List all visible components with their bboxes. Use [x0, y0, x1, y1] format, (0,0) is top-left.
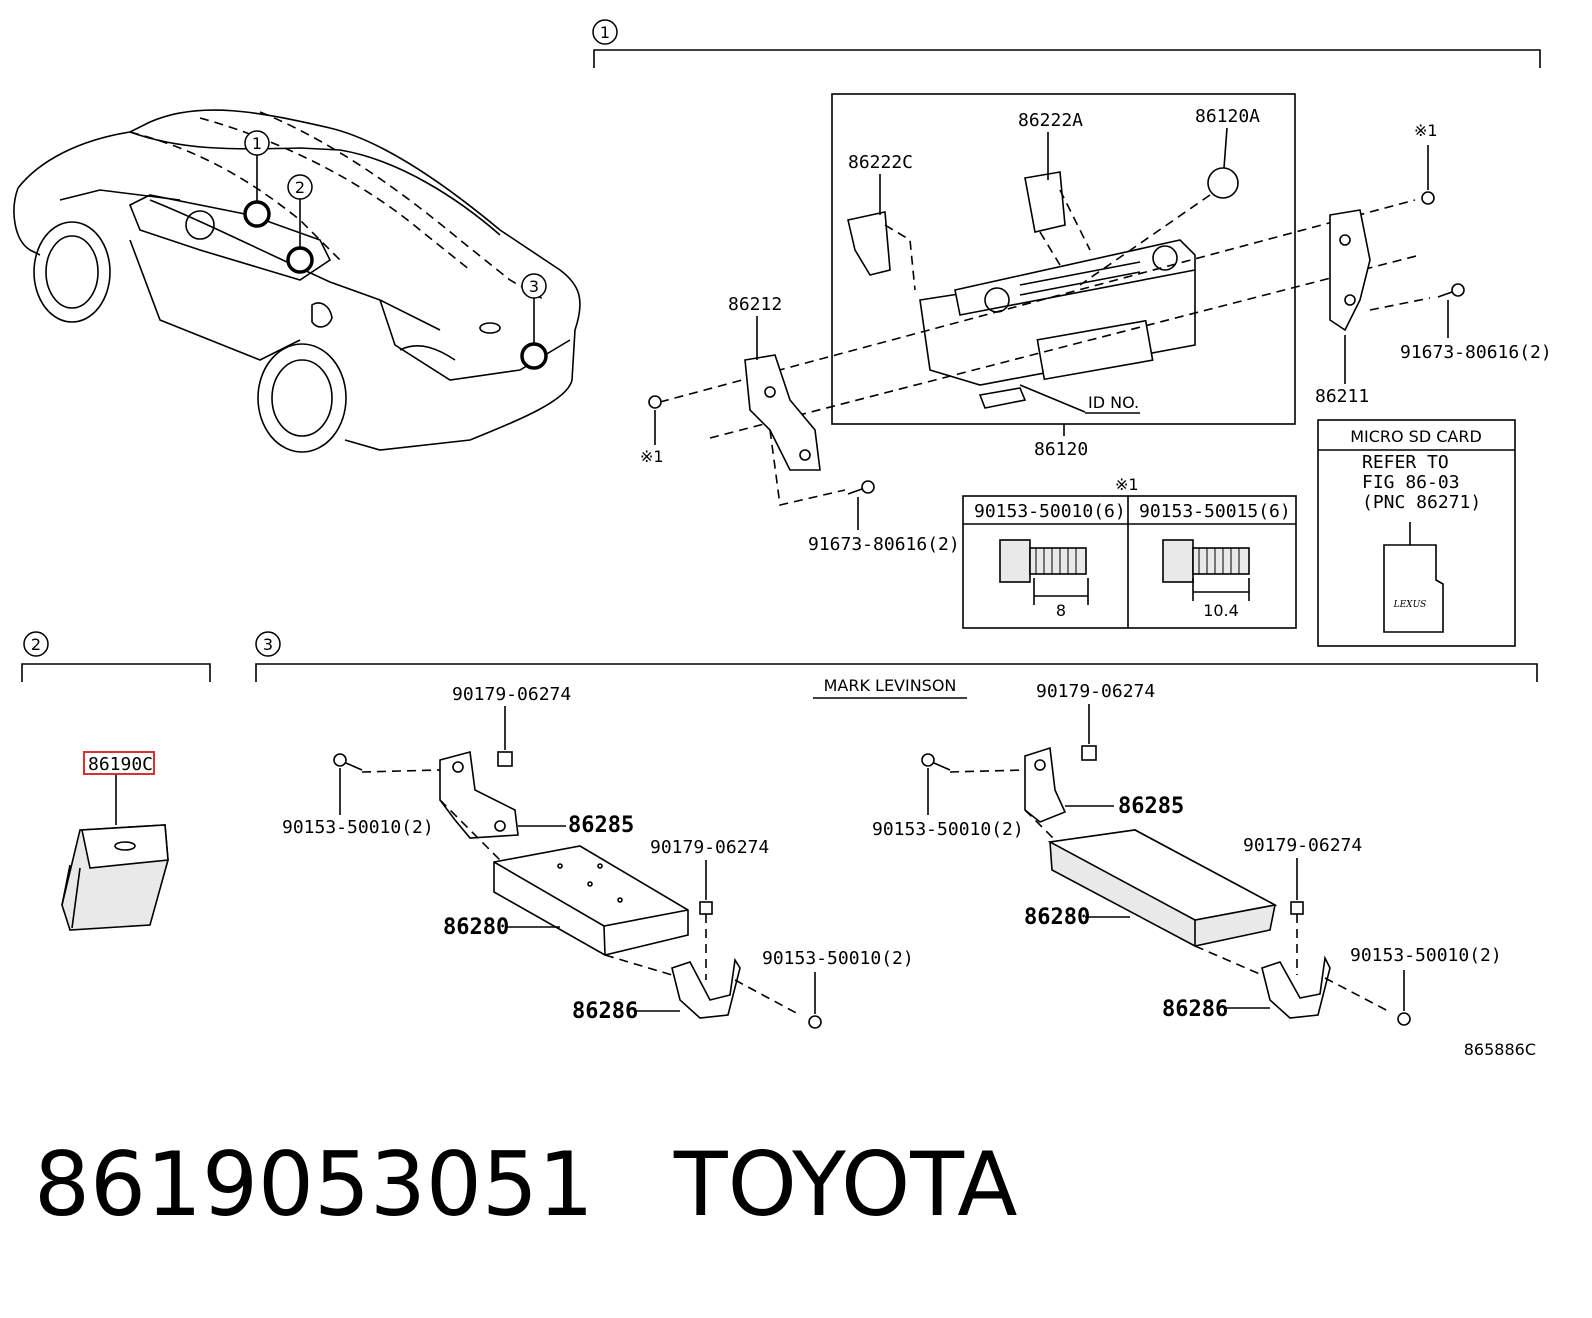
- section-3-marker[interactable]: 3: [255, 631, 281, 657]
- amp-group-left: 90179-06274 90153-50010(2) 86285 90179-0…: [282, 684, 914, 1029]
- callout-1[interactable]: 1: [243, 130, 271, 228]
- screw-left-90153[interactable]: [333, 753, 441, 815]
- car-illustration: 1 2 3: [13, 109, 581, 453]
- label-id-no: ID NO.: [1088, 393, 1139, 412]
- bracket-86212[interactable]: [744, 354, 846, 506]
- section-3-bracket: [255, 663, 1538, 682]
- bracket-86286[interactable]: [636, 957, 801, 1019]
- label-left-amp: 86280: [443, 915, 509, 940]
- switch-86222A[interactable]: [1024, 171, 1091, 266]
- section-2: 2 86190C: [21, 631, 211, 931]
- align-line-2: [709, 254, 1421, 439]
- section-3-marker-label: 3: [263, 635, 273, 654]
- label-right-nut-right: 90179-06274: [1243, 835, 1362, 856]
- nut-top-90179[interactable]: [497, 706, 513, 767]
- micro-sd-card-box: MICRO SD CARD REFER TO FIG 86-03 (PNC 86…: [1317, 419, 1516, 647]
- align-line-1: [659, 199, 1416, 403]
- section-2-marker-label: 2: [31, 635, 41, 654]
- callout-2[interactable]: 2: [286, 174, 314, 274]
- label-86222C: 86222C: [848, 152, 913, 173]
- section-1-marker-label: 1: [600, 23, 610, 42]
- screw-right-90153[interactable]: [808, 972, 822, 1029]
- screw-8-illustration: 8: [999, 539, 1089, 620]
- part-footer: 8619053051 TOYOTA: [34, 1130, 1017, 1240]
- section-2-bracket: [21, 663, 211, 682]
- sd-card-logo: LEXUS: [1393, 600, 1427, 610]
- section-3: 3 MARK LEVINSON: [255, 631, 1538, 1029]
- amp-group-right: 90179-06274 90153-50010(2) 86285 90179-0…: [872, 681, 1502, 1026]
- label-note-left: ※1: [640, 447, 664, 466]
- label-left-bracket-top: 86285: [568, 813, 634, 838]
- callout-3[interactable]: 3: [520, 273, 548, 370]
- sd-box-line3: (PNC 86271): [1362, 492, 1481, 513]
- label-86120: 86120: [1034, 439, 1088, 460]
- amplifier-86280-r[interactable]: [1047, 829, 1278, 947]
- footer-brand: TOYOTA: [673, 1133, 1018, 1236]
- screw-table: ※1 90153-50010(6) 90153-50015(6) 8: [962, 475, 1297, 629]
- screw-left-90153-r[interactable]: [921, 753, 1026, 815]
- label-right-bracket-bottom: 86286: [1162, 997, 1228, 1022]
- label-86222A: 86222A: [1018, 110, 1083, 131]
- nut-top-90179-r[interactable]: [1081, 704, 1097, 761]
- label-86212: 86212: [728, 294, 782, 315]
- label-91673-bottom: 91673-80616(2): [808, 534, 960, 555]
- label-left-screw-right: 90153-50010(2): [762, 948, 914, 969]
- bolt-91673-80616-right[interactable]: [1369, 283, 1465, 338]
- screw-note-right[interactable]: [1421, 145, 1435, 205]
- label-left-nut-right: 90179-06274: [650, 837, 769, 858]
- sd-box-title: MICRO SD CARD: [1350, 427, 1482, 446]
- section-2-marker[interactable]: 2: [23, 631, 49, 657]
- head-unit-86120[interactable]: [919, 239, 1196, 413]
- screw-right-90153-r[interactable]: [1397, 970, 1411, 1026]
- callout-2-label: 2: [295, 178, 305, 197]
- screw-table-col1: 90153-50010(6): [974, 501, 1126, 522]
- screw-table-col2: 90153-50015(6): [1139, 501, 1291, 522]
- label-left-bracket-bottom: 86286: [572, 999, 638, 1024]
- screw-dim-8: 8: [1056, 601, 1066, 620]
- section-1-marker[interactable]: 1: [592, 19, 618, 45]
- bracket-86285-r[interactable]: [1024, 746, 1114, 823]
- bracket-86285[interactable]: [439, 750, 566, 839]
- figure-code: 865886C: [1464, 1040, 1536, 1059]
- section-1: 1: [592, 19, 1552, 647]
- callout-3-label: 3: [529, 277, 539, 296]
- label-right-amp: 86280: [1024, 905, 1090, 930]
- sd-card-icon: [1383, 544, 1444, 633]
- label-right-screw-left: 90153-50010(2): [872, 819, 1024, 840]
- part-86190C-module[interactable]: [61, 824, 169, 931]
- label-left-nut-top: 90179-06274: [452, 684, 571, 705]
- label-86211: 86211: [1315, 386, 1369, 407]
- label-right-nut-top: 90179-06274: [1036, 681, 1155, 702]
- label-left-screw-left: 90153-50010(2): [282, 817, 434, 838]
- bolt-91673-80616-bottom[interactable]: [847, 480, 875, 530]
- label-note-right: ※1: [1414, 121, 1438, 140]
- label-right-bracket-top: 86285: [1118, 794, 1184, 819]
- section-1-bracket: [593, 49, 1541, 68]
- label-91673-right: 91673-80616(2): [1400, 342, 1552, 363]
- bracket-86286-r[interactable]: [1224, 955, 1391, 1019]
- knob-86120A[interactable]: [1079, 167, 1239, 286]
- screw-table-mark: ※1: [1115, 475, 1139, 494]
- part-86190C-label[interactable]: 86190C: [83, 751, 155, 775]
- screw-dim-10-4: 10.4: [1203, 601, 1239, 620]
- screw-note-left[interactable]: [648, 395, 662, 445]
- nut-right-90179-r[interactable]: [1290, 858, 1304, 975]
- footer-part-number: 8619053051: [34, 1133, 594, 1236]
- sd-box-line2: FIG 86-03: [1362, 472, 1460, 493]
- bracket-86211[interactable]: [1329, 209, 1371, 332]
- label-86120A: 86120A: [1195, 106, 1260, 127]
- callout-1-label: 1: [252, 134, 262, 153]
- sd-box-line1: REFER TO: [1362, 452, 1449, 473]
- label-right-screw-right: 90153-50010(2): [1350, 945, 1502, 966]
- amplifier-86280[interactable]: [493, 845, 689, 956]
- part-86190C-text: 86190C: [88, 754, 153, 775]
- mark-levinson-label: MARK LEVINSON: [824, 676, 957, 695]
- switch-86222C[interactable]: [847, 211, 916, 291]
- screw-10-4-illustration: 10.4: [1162, 539, 1250, 620]
- nut-right-90179[interactable]: [699, 860, 713, 980]
